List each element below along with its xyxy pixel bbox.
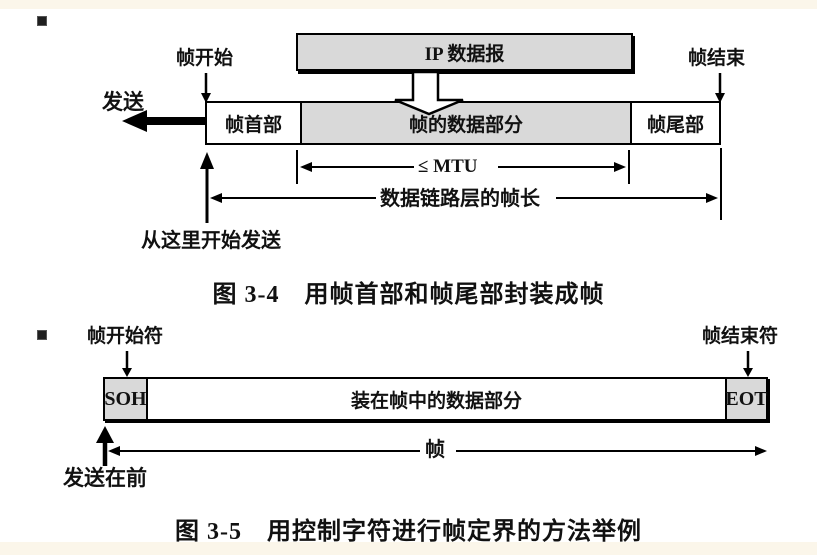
figure2-caption: 图 3-5 用控制字符进行帧定界的方法举例 — [175, 519, 642, 545]
frame-start-arrow-icon — [201, 73, 211, 103]
frame-end-arrow-icon — [715, 73, 725, 103]
frame-data-label: 帧的数据部分 — [408, 114, 523, 136]
frame-row: 帧首部 帧的数据部分 帧尾部 — [205, 101, 721, 145]
send-first-label: 发送在前 — [63, 466, 147, 490]
frame-start-label: 帧开始 — [176, 48, 234, 69]
eot-label: EOT — [725, 387, 768, 410]
frame-data-box: 装在帧中的数据部分 — [148, 379, 725, 419]
frame-end-char-label: 帧结束符 — [702, 326, 779, 347]
bullet-marker — [37, 330, 47, 340]
frame-header-label: 帧首部 — [224, 114, 282, 136]
ip-datagram-box: IP 数据报 — [296, 33, 633, 71]
frame-trailer-label: 帧尾部 — [646, 114, 704, 136]
eot-box: EOT — [725, 379, 768, 419]
mtu-label: ≤ MTU — [418, 156, 478, 177]
page-margin-bottom — [0, 542, 817, 555]
soh-label: SOH — [104, 387, 147, 410]
start-char-arrow-icon — [122, 351, 132, 377]
frame-data-label: 装在帧中的数据部分 — [350, 390, 522, 412]
frame-length-label: 数据链路层的帧长 — [380, 188, 540, 210]
ip-datagram-label: IP 数据报 — [424, 43, 505, 65]
end-char-arrow-icon — [743, 351, 753, 377]
figure1-caption: 图 3-4 用帧首部和帧尾部封装成帧 — [212, 282, 605, 308]
frame-span-label: 帧 — [425, 439, 445, 461]
send-start-pointer-icon — [200, 152, 214, 223]
frame-end-label: 帧结束 — [688, 48, 746, 69]
bullet-marker — [37, 16, 47, 26]
frame-data-box: 帧的数据部分 — [300, 103, 632, 143]
frame-trailer-box: 帧尾部 — [632, 103, 719, 143]
frame-header-box: 帧首部 — [207, 103, 300, 143]
soh-box: SOH — [104, 379, 148, 419]
frame-start-char-label: 帧开始符 — [87, 326, 164, 347]
page-margin-top — [0, 0, 817, 9]
send-first-pointer-icon — [96, 426, 114, 466]
delimited-frame-bar: SOH 装在帧中的数据部分 EOT — [103, 377, 768, 421]
send-label: 发送 — [102, 90, 144, 114]
send-from-here-label: 从这里开始发送 — [141, 230, 281, 252]
